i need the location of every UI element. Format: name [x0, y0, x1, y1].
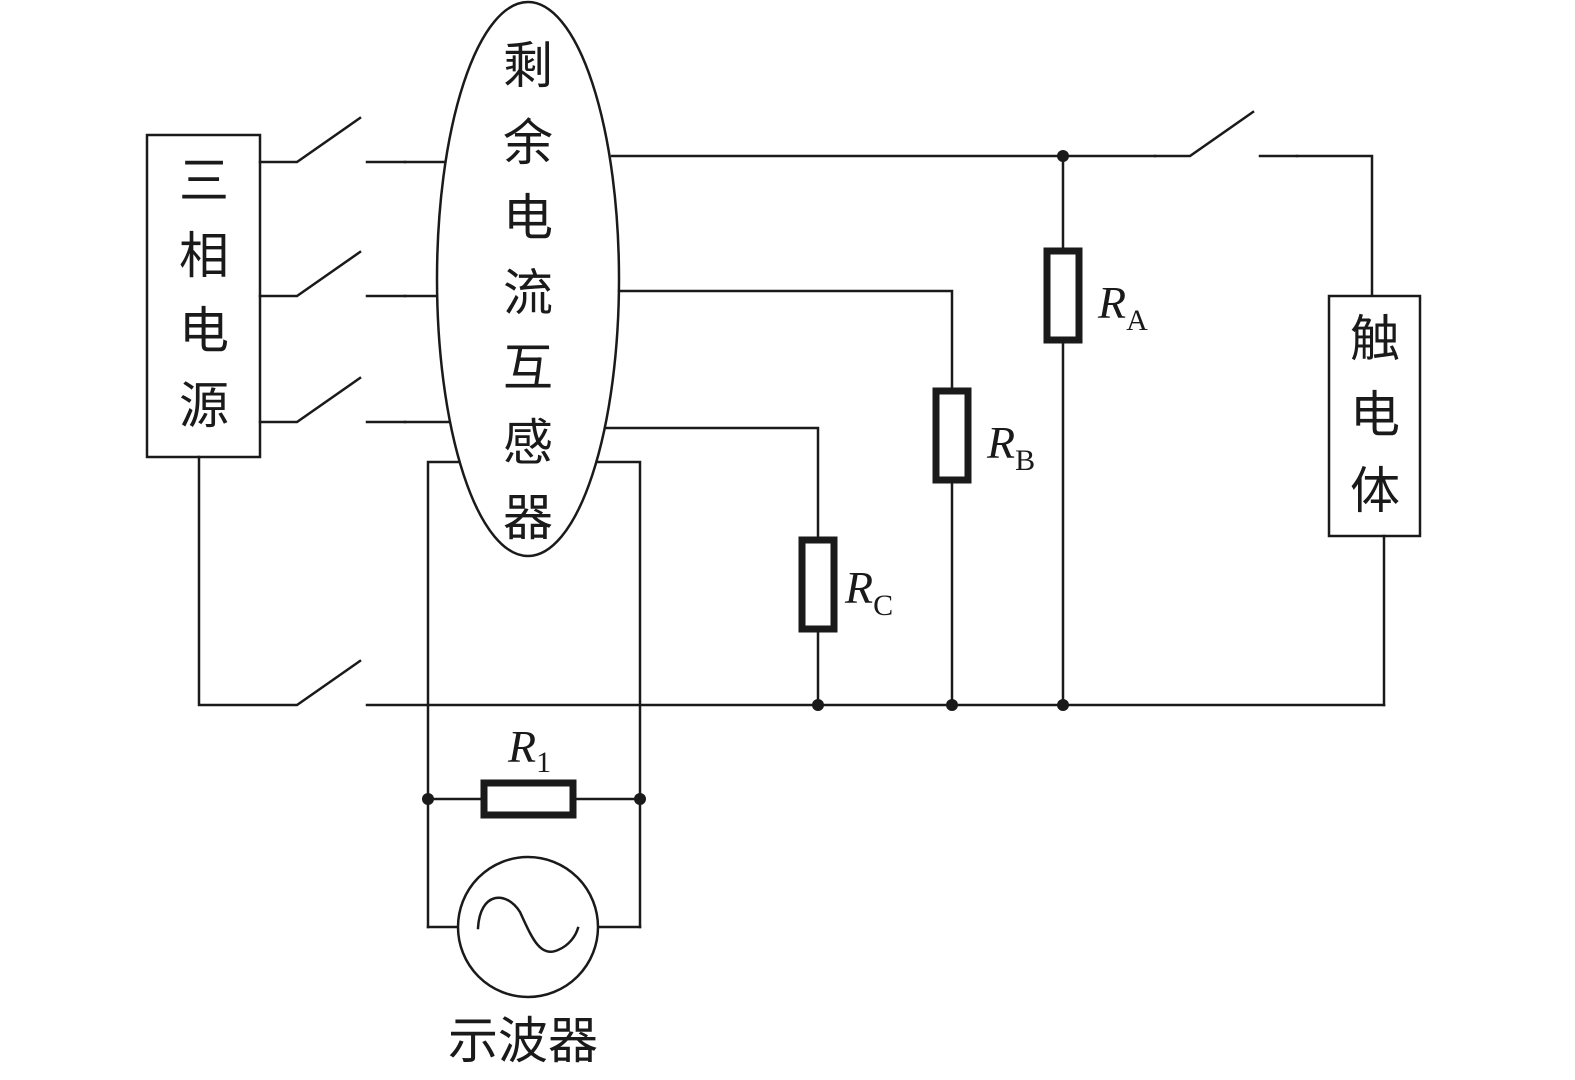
resistor-icon	[798, 536, 838, 633]
rcd-char-7: 器	[503, 489, 553, 547]
touch-body-supply-wire	[1295, 154, 1374, 298]
power-source-char-2: 相	[179, 227, 229, 285]
junction-dot-icon	[946, 699, 958, 711]
phase-c-wire	[604, 426, 820, 539]
resistor-icon	[1043, 247, 1083, 344]
resistor-r1: R1	[426, 721, 642, 819]
junction-dot-icon	[1057, 699, 1069, 711]
power-source-box	[145, 133, 262, 459]
sine-wave-icon	[476, 896, 580, 953]
switch-icon	[1153, 110, 1299, 158]
rcd-char-4: 流	[503, 264, 553, 322]
rcd-transformer-ellipse	[435, 0, 621, 558]
switch-icon	[258, 116, 407, 164]
rcd-char-1: 剩	[503, 37, 553, 95]
rcd-char-5: 互	[503, 339, 553, 397]
phase-b-wire	[617, 289, 954, 390]
resistor-ra: RA	[1043, 154, 1148, 707]
power-source-char-3: 电	[179, 302, 229, 360]
rcd-char-3: 电	[503, 189, 553, 247]
rcd-char-6: 感	[503, 414, 553, 472]
power-source-label: 三 相 电 源	[179, 152, 229, 435]
junction-dot-icon	[812, 699, 824, 711]
junction-dot-icon	[422, 793, 434, 805]
junction-dot-icon	[1057, 150, 1069, 162]
power-source-block: 三 相 电 源	[145, 133, 262, 459]
phase-switches	[258, 116, 457, 424]
touch-body-label: 触 电 体	[1350, 310, 1400, 520]
rcd-transformer-block: 剩 余 电 流 互 感 器	[435, 0, 621, 558]
neutral-line	[197, 455, 1386, 707]
resistor-rb-label: RB	[986, 417, 1035, 477]
resistor-icon	[932, 387, 972, 484]
oscilloscope-label: 示波器	[448, 1012, 598, 1070]
touch-body-char-1: 触	[1350, 310, 1400, 368]
junction-dots	[422, 150, 1069, 805]
power-source-char-4: 源	[179, 377, 229, 435]
resistor-r1-label: R1	[507, 721, 551, 779]
switch-icon	[258, 376, 407, 424]
switch-icon	[258, 250, 407, 298]
resistor-icon	[480, 779, 577, 819]
resistor-rc-label: RC	[844, 562, 893, 622]
touch-body-char-3: 体	[1350, 462, 1400, 520]
touch-body-box	[1327, 294, 1422, 538]
power-source-char-1: 三	[179, 152, 229, 210]
touch-body-char-2: 电	[1350, 386, 1400, 444]
rcd-transformer-label: 剩 余 电 流 互 感 器	[503, 37, 553, 547]
resistor-rc: RC	[798, 536, 893, 707]
rcd-char-2: 余	[503, 114, 553, 172]
touch-body-block: 触 电 体	[1327, 294, 1422, 538]
resistor-rb: RB	[932, 387, 1035, 707]
resistor-ra-label: RA	[1097, 277, 1148, 337]
oscilloscope-block: 示波器	[426, 855, 642, 1070]
junction-dot-icon	[634, 793, 646, 805]
